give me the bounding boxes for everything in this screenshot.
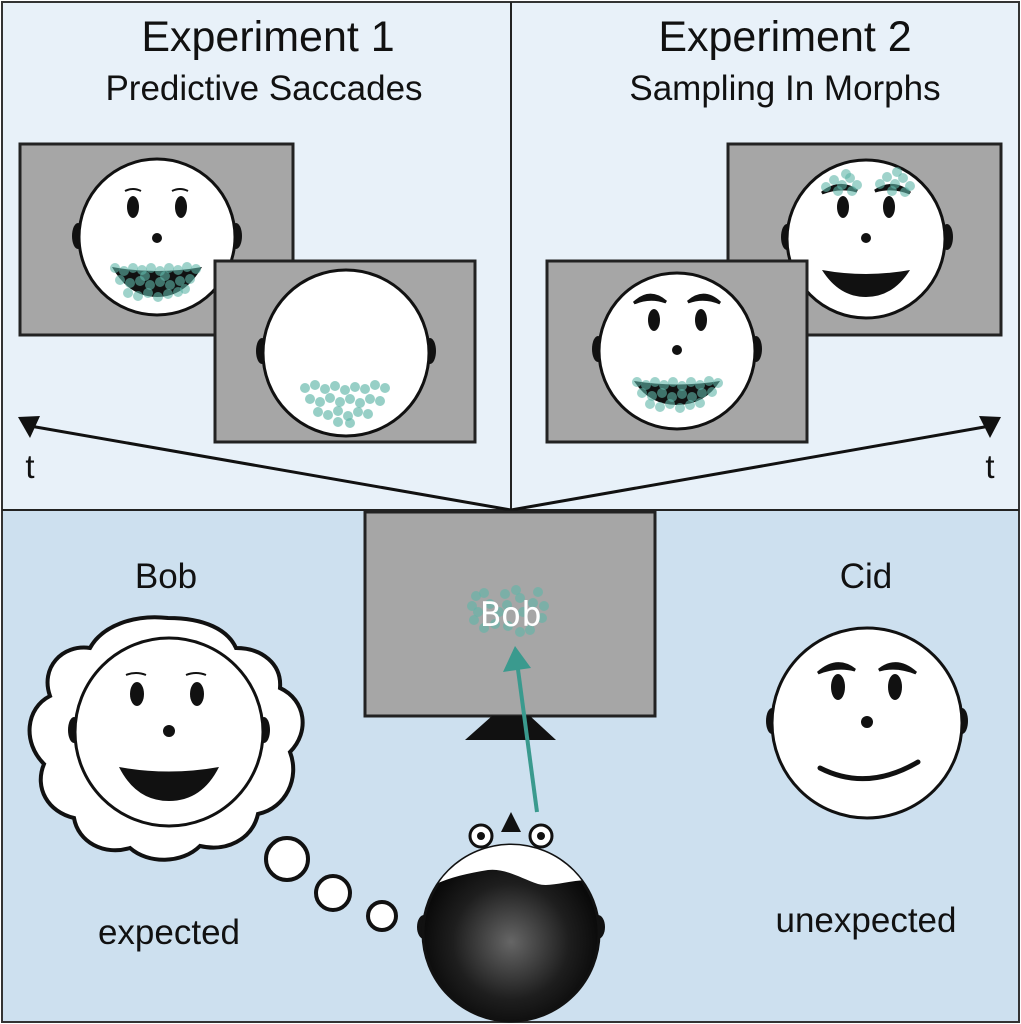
timeline-label-right: t [985,448,994,485]
exp2-fixations-mouth [632,376,723,413]
screen-name-text: Bob [480,595,541,635]
observer-nose [501,812,521,832]
screen-name-fixations [467,585,549,637]
timeline-label-left: t [25,448,34,485]
cid-face [766,626,968,820]
gaze-arrow [515,661,539,813]
experiment2-subtitle: Sampling In Morphs [629,69,940,108]
central-monitor: Bob [363,510,657,740]
thought-dot-small [366,900,398,932]
bob-face [68,636,270,828]
exp2-screen-front [545,259,809,444]
right-face-name: Cid [840,557,893,596]
thought-dot-large [264,836,310,882]
monitor-stand [465,716,556,740]
exp1-fixations-predictive [300,380,390,428]
exp2-screen-back [726,142,1003,337]
thought-dot-medium [314,874,352,912]
exp2-fixations-eyebrows [821,167,915,197]
timeline-arrows [18,416,1001,512]
left-face-name: Bob [135,557,197,596]
experiment2-title: Experiment 2 [658,13,911,61]
left-face-caption: expected [98,913,240,952]
exp1-screen-front [213,259,477,444]
experiment1-subtitle: Predictive Saccades [105,69,422,108]
right-face-caption: unexpected [776,901,957,940]
gaze-arrow-head [503,646,531,672]
exp1-fixations-mouth [110,262,201,302]
experiment1-title: Experiment 1 [141,13,394,61]
